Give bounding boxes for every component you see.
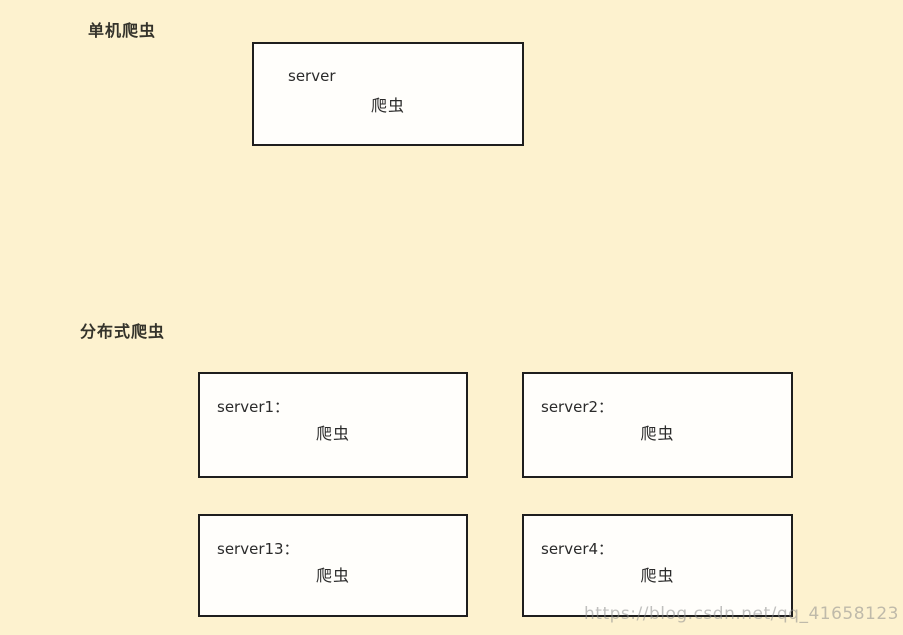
crawler-label: 爬虫 [640, 566, 675, 585]
server-box-server1: server1： 爬虫 [198, 372, 468, 478]
server-box-title: server2： [541, 398, 614, 416]
server-box-server13: server13： 爬虫 [198, 514, 468, 617]
server-box-server2: server2： 爬虫 [522, 372, 793, 478]
csdn-watermark: https://blog.csdn.net/qq_41658123 [584, 604, 899, 624]
distributed-crawler-section-label: 分布式爬虫 [80, 322, 166, 341]
single-crawler-section-label: 单机爬虫 [88, 21, 157, 40]
server-box-server4: server4： 爬虫 [522, 514, 793, 617]
server-box-title: server [288, 67, 336, 85]
server-box-title: server13： [217, 540, 299, 558]
server-box-single: server 爬虫 [252, 42, 524, 146]
server-box-title: server4： [541, 540, 614, 558]
crawler-label: 爬虫 [315, 424, 350, 443]
crawler-label: 爬虫 [315, 566, 350, 585]
crawler-label: 爬虫 [370, 96, 405, 115]
server-box-title: server1： [217, 398, 290, 416]
crawler-label: 爬虫 [640, 424, 675, 443]
